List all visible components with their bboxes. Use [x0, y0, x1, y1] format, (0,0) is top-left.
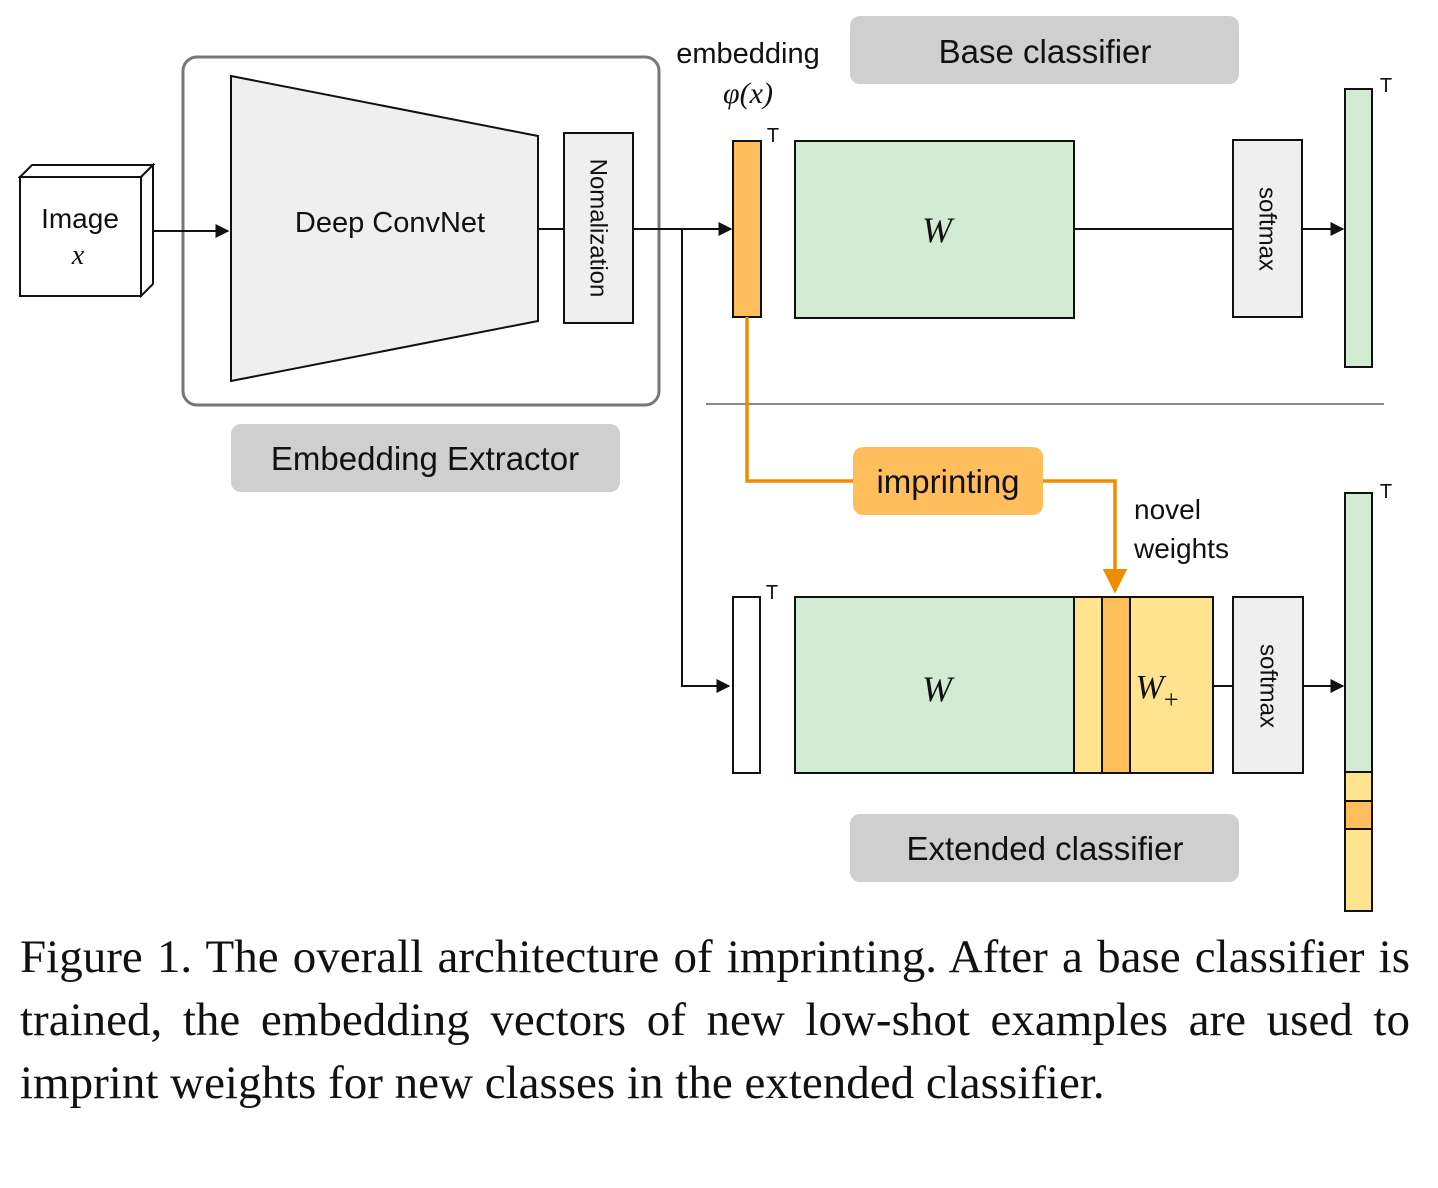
base-output-transpose-mark: T [1380, 75, 1392, 97]
input-image-block: Image x [17, 162, 156, 299]
imprinted-weight-column [1101, 596, 1131, 774]
embedding-extractor-tag [231, 424, 620, 492]
extended-embedding-transpose-mark: T [766, 582, 778, 604]
deep-convnet-trapezoid [230, 74, 539, 383]
normalization-label: Nomalization [585, 159, 612, 298]
novel-weight-subscript: + [1164, 685, 1179, 714]
embedding-extractor-label: Embedding Extractor [271, 440, 579, 477]
imprinting-label: imprinting [876, 463, 1019, 500]
embedding-math: φ(x) [723, 77, 773, 110]
base-softmax-label: softmax [1254, 187, 1281, 271]
extended-weight-label: W [922, 669, 955, 709]
novel-weights-label-line1: novel [1134, 494, 1201, 525]
branch-to-extended-arrow [681, 229, 731, 693]
embedding-transpose-mark: T [767, 125, 779, 147]
figure-caption: Figure 1. The overall architecture of im… [20, 931, 1410, 1109]
embedding-vector [732, 140, 762, 318]
architecture-diagram: Image x Deep ConvNet Nomalization Embedd… [17, 16, 1392, 912]
deep-convnet-label: Deep ConvNet [295, 207, 485, 239]
embedding-label: embedding [676, 38, 820, 70]
normalization-box [563, 132, 634, 324]
novel-weight-label: W+ [1136, 669, 1179, 714]
novel-weight-block [1073, 596, 1214, 774]
extended-classifier-tag [850, 814, 1239, 882]
base-classifier-tag [850, 16, 1239, 84]
extended-output-transpose-mark: T [1380, 481, 1392, 503]
base-output-vector [1344, 88, 1373, 368]
novel-weight-symbol: W [1136, 669, 1167, 706]
input-image-label: Image [41, 203, 119, 234]
extended-output-vector [1344, 492, 1373, 912]
base-weight-matrix [794, 140, 1075, 319]
extended-classifier-label: Extended classifier [907, 830, 1184, 867]
extended-weight-matrix [794, 596, 1075, 774]
imprinting-tag [853, 447, 1043, 515]
extended-softmax-label: softmax [1255, 644, 1282, 728]
input-image-variable: x [71, 240, 85, 271]
base-weight-label: W [922, 210, 955, 250]
base-softmax-box [1232, 139, 1303, 318]
extended-embedding-vector [732, 596, 761, 774]
novel-weights-label-line2: weights [1133, 533, 1229, 564]
base-classifier-label: Base classifier [939, 33, 1152, 70]
